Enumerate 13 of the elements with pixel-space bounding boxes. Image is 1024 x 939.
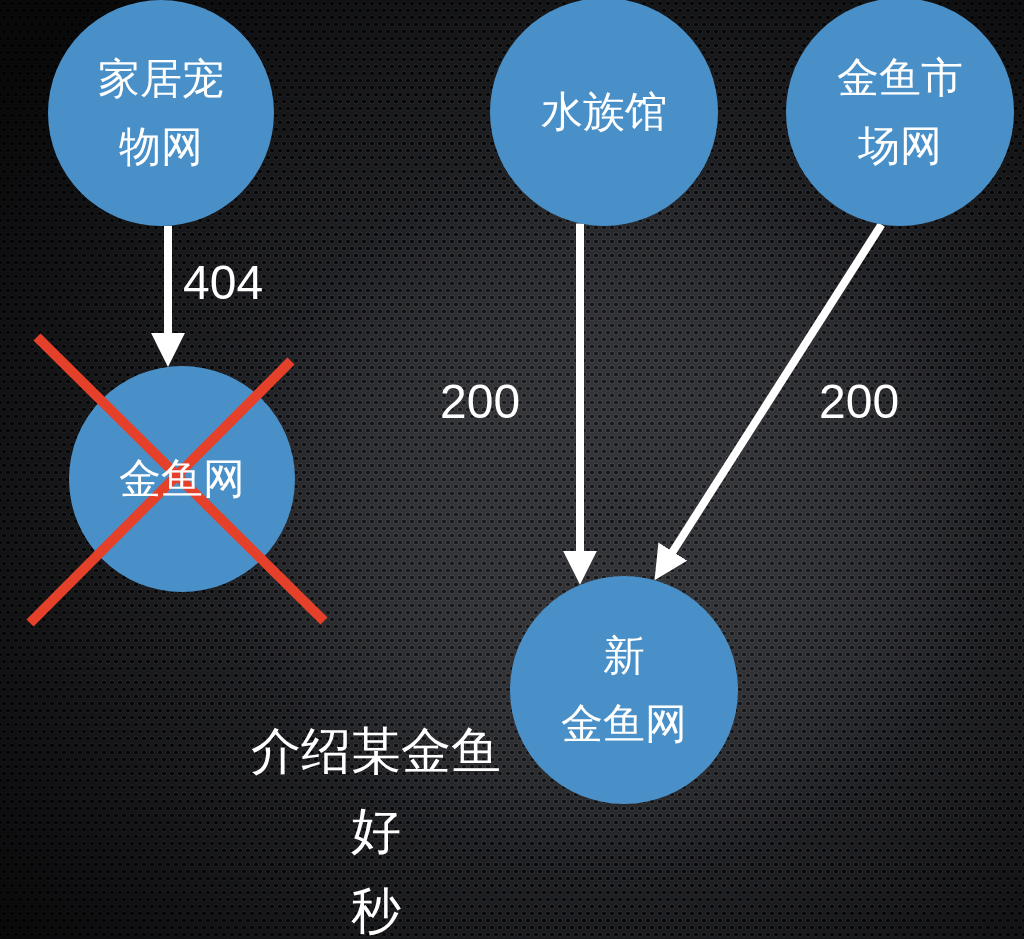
circle-node (48, 0, 274, 226)
arrow (151, 225, 185, 367)
node-label: 水族馆 (541, 86, 667, 138)
node-label: 家居宠物网 (98, 53, 224, 173)
circle-node (69, 366, 295, 592)
edge-label: 404 (183, 259, 264, 307)
node-label: 金鱼市场网 (837, 52, 963, 172)
note-text: 介绍某金鱼好秒 (250, 721, 502, 939)
edge-label: 200 (440, 378, 521, 426)
circle-node (510, 576, 738, 804)
node-label: 新金鱼网 (561, 630, 687, 750)
edge-label: 200 (819, 378, 900, 426)
arrow (563, 223, 597, 585)
